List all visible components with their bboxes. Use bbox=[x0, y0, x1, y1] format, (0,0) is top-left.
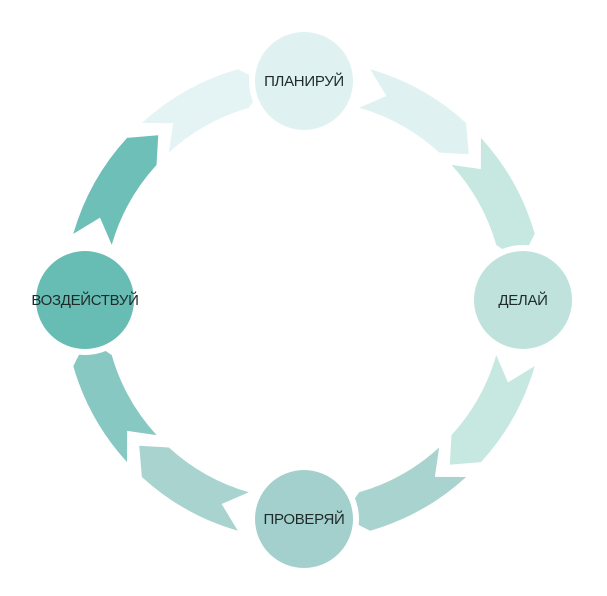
node-do-circle bbox=[474, 251, 572, 349]
node-act: ВОЗДЕЙСТВУЙ bbox=[30, 245, 140, 355]
arrow-do-to-check-part-1 bbox=[449, 355, 535, 465]
node-check-circle bbox=[255, 470, 353, 568]
arrow-act-to-plan-part-2 bbox=[141, 69, 266, 153]
node-act-circle bbox=[36, 251, 134, 349]
arrows-layer bbox=[73, 69, 535, 531]
arrow-do-to-check-part-2 bbox=[342, 447, 467, 531]
node-plan-circle bbox=[255, 32, 353, 130]
arrow-plan-to-do-part-1 bbox=[359, 69, 469, 155]
node-check-label: ПРОВЕРЯЙ bbox=[263, 510, 344, 528]
arrow-check-to-act-part-2 bbox=[73, 338, 157, 463]
arrow-act-to-plan-part-1 bbox=[73, 135, 159, 245]
arrow-plan-to-do-part-2 bbox=[451, 137, 535, 262]
arrow-check-to-act-part-1 bbox=[139, 445, 249, 531]
node-act-label: ВОЗДЕЙСТВУЙ bbox=[31, 291, 138, 309]
nodes-layer: ПЛАНИРУЙ ДЕЛАЙ ПРОВЕРЯЙ ВОЗДЕЙСТВУЙ bbox=[30, 26, 578, 574]
node-check: ПРОВЕРЯЙ bbox=[249, 464, 359, 574]
node-do-label: ДЕЛАЙ bbox=[498, 291, 547, 309]
node-plan-label: ПЛАНИРУЙ bbox=[264, 72, 344, 90]
node-plan: ПЛАНИРУЙ bbox=[249, 26, 359, 136]
node-do: ДЕЛАЙ bbox=[468, 245, 578, 355]
